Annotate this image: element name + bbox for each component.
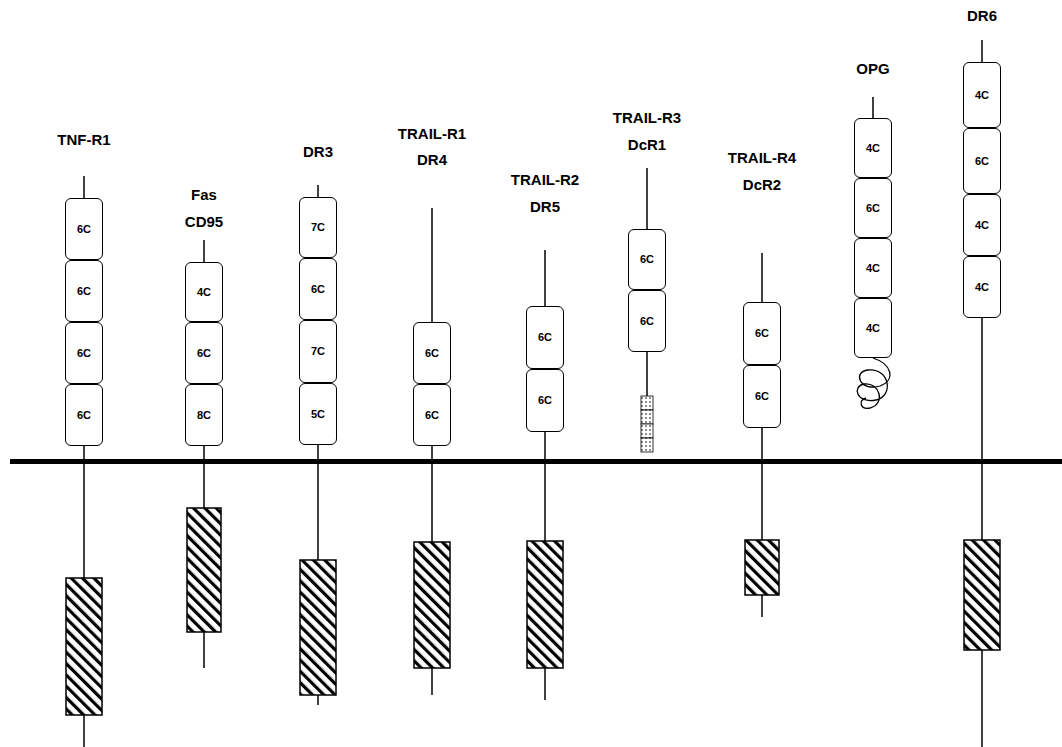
cysteine-rich-domain: 6C: [526, 369, 564, 432]
cysteine-rich-domain: 6C: [854, 178, 892, 238]
domain-label: 4C: [975, 281, 989, 293]
death-domain: [964, 540, 1000, 650]
domain-label: 6C: [538, 394, 552, 406]
receptor-name: TNF-R1: [57, 132, 110, 149]
receptor-name: DcR1: [628, 137, 666, 154]
cysteine-rich-domain: 4C: [963, 256, 1001, 318]
cysteine-rich-domain: 6C: [299, 258, 337, 320]
domain-label: 6C: [425, 409, 439, 421]
cysteine-rich-domain: 4C: [854, 118, 892, 178]
gpi-anchor-segment: [641, 410, 653, 424]
death-domain: [414, 542, 450, 668]
domain-label: 6C: [197, 347, 211, 359]
domain-label: 4C: [975, 89, 989, 101]
gpi-anchor-segment: [641, 424, 653, 438]
domain-label: 6C: [755, 327, 769, 339]
domain-label: 6C: [77, 223, 91, 235]
cysteine-rich-domain: 6C: [65, 198, 103, 260]
cysteine-rich-domain: 6C: [628, 229, 666, 290]
domain-label: 6C: [640, 315, 654, 327]
cysteine-rich-domain: 4C: [854, 238, 892, 298]
receptor-name: CD95: [185, 214, 223, 231]
receptor-name: DR6: [967, 8, 997, 25]
domain-label: 5C: [311, 408, 325, 420]
domain-label: 7C: [311, 345, 325, 357]
cysteine-rich-domain: 6C: [628, 290, 666, 352]
receptor-name: TRAIL-R3: [613, 110, 681, 127]
cell-membrane: [10, 459, 1062, 464]
domain-label: 4C: [866, 322, 880, 334]
receptor-name: TRAIL-R2: [511, 172, 579, 189]
domain-label: 4C: [197, 286, 211, 298]
cysteine-rich-domain: 4C: [963, 62, 1001, 128]
cysteine-rich-domain: 4C: [963, 194, 1001, 256]
cysteine-rich-domain: 4C: [854, 298, 892, 358]
death-domain: [300, 560, 336, 695]
receptor-name: DR3: [303, 144, 333, 161]
domain-label: 6C: [77, 347, 91, 359]
domain-label: 6C: [425, 347, 439, 359]
domain-label: 6C: [77, 409, 91, 421]
gpi-anchor-segment: [641, 396, 653, 410]
cysteine-rich-domain: 6C: [743, 365, 781, 428]
domain-label: 6C: [311, 283, 325, 295]
cysteine-rich-domain: 6C: [413, 322, 451, 384]
receptor-name: DR5: [530, 199, 560, 216]
receptor-name: DcR2: [743, 177, 781, 194]
death-domain: [66, 578, 102, 715]
cysteine-rich-domain: 6C: [185, 322, 223, 384]
death-domain: [745, 540, 779, 595]
domain-label: 6C: [640, 253, 654, 265]
cysteine-rich-domain: 7C: [299, 197, 337, 258]
domain-label: 4C: [866, 262, 880, 274]
cysteine-rich-domain: 6C: [65, 322, 103, 384]
cysteine-rich-domain: 5C: [299, 383, 337, 445]
domain-label: 6C: [77, 285, 91, 297]
domain-label: 6C: [866, 202, 880, 214]
receptor-name: TRAIL-R4: [728, 150, 796, 167]
domain-label: 6C: [975, 155, 989, 167]
receptor-name: DR4: [417, 152, 447, 169]
cysteine-rich-domain: 6C: [526, 306, 564, 369]
cysteine-rich-domain: 6C: [743, 302, 781, 365]
domain-label: 7C: [311, 221, 325, 233]
cysteine-rich-domain: 8C: [185, 384, 223, 446]
receptor-name: TRAIL-R1: [398, 126, 466, 143]
cysteine-rich-domain: 6C: [65, 384, 103, 446]
domain-label: 4C: [866, 142, 880, 154]
domain-label: 4C: [975, 219, 989, 231]
domain-label: 6C: [755, 390, 769, 402]
receptor-name: Fas: [191, 187, 217, 204]
heparin-binding-coil: [857, 358, 890, 408]
cysteine-rich-domain: 6C: [963, 128, 1001, 194]
cysteine-rich-domain: 6C: [65, 260, 103, 322]
cysteine-rich-domain: 6C: [413, 384, 451, 446]
receptor-name: OPG: [856, 61, 889, 78]
cysteine-rich-domain: 4C: [185, 262, 223, 322]
domain-label: 6C: [538, 331, 552, 343]
cysteine-rich-domain: 7C: [299, 320, 337, 383]
gpi-anchor-segment: [641, 438, 653, 452]
domain-label: 8C: [197, 409, 211, 421]
death-domain: [527, 541, 563, 668]
death-domain: [187, 508, 221, 632]
